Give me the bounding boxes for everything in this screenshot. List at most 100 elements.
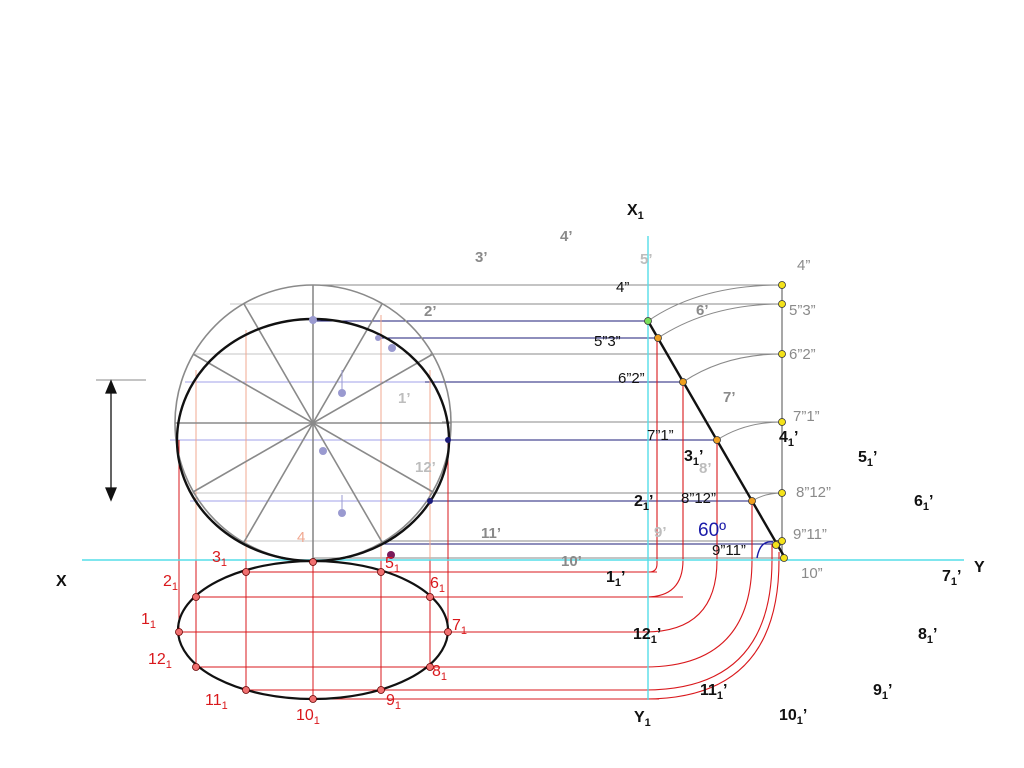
label-10p: 10’ xyxy=(561,553,582,570)
plan-points xyxy=(175,558,452,703)
true-label-9: 91’ xyxy=(873,682,892,702)
incl-point-8 xyxy=(713,436,721,444)
faint-point-b xyxy=(388,344,396,352)
true-label-7: 71’ xyxy=(942,568,961,588)
true-label-10: 101’ xyxy=(779,707,807,727)
front-circle xyxy=(174,284,452,563)
true-point-8 xyxy=(778,489,786,497)
label-4-pink: 4 xyxy=(297,529,305,546)
label-911dd-gray: 9”11” xyxy=(793,526,827,543)
label-62dd-gray: 6”2” xyxy=(789,346,816,363)
gray-arc-4 xyxy=(647,284,783,322)
faint-points xyxy=(309,316,396,517)
angle-label: 60º xyxy=(698,520,726,541)
circle-radii xyxy=(175,285,451,561)
incl-point-6 xyxy=(654,334,662,342)
gray-arc-7 xyxy=(716,421,783,441)
true-point-9 xyxy=(778,537,786,545)
incl-point-5 xyxy=(644,317,652,325)
label-1p: 1’ xyxy=(398,390,411,407)
point-5-marker xyxy=(387,551,395,559)
label-812dd-black: 8”12” xyxy=(681,490,716,507)
label-6p: 6’ xyxy=(696,302,709,319)
true-point-5 xyxy=(778,300,786,308)
true-label-11: 111’ xyxy=(700,682,728,702)
true-label-12: 121’ xyxy=(633,626,661,646)
label-10dd-gray: 10” xyxy=(801,565,823,582)
red-arc-8 xyxy=(430,501,753,668)
label-5p: 5’ xyxy=(640,251,653,268)
true-label-3: 31’ xyxy=(684,448,703,468)
plan-point-7 xyxy=(444,628,452,636)
label-7p: 7’ xyxy=(723,389,736,406)
red-label-2: 21 xyxy=(163,573,178,593)
true-label-8: 81’ xyxy=(918,626,937,646)
red-rotation-arcs xyxy=(313,338,780,700)
red-arc-10 xyxy=(313,552,780,700)
true-size-points xyxy=(772,281,788,562)
angle-arc xyxy=(756,541,774,559)
plan-point-8 xyxy=(426,663,434,671)
true-size-labels: 11’ 21’ 31’ 41’ 51’ 61’ 71’ 81’ 91’ 101’… xyxy=(606,429,961,727)
label-911dd-black: 9”11” xyxy=(712,542,746,559)
red-labels: 31 21 11 121 111 101 91 81 71 61 51 xyxy=(141,549,467,727)
red-arc-9 xyxy=(381,544,773,691)
height-arrow-bottom xyxy=(105,487,117,502)
label-12p: 12’ xyxy=(415,459,436,476)
faint-point-d xyxy=(319,447,327,455)
height-dimension xyxy=(105,379,117,502)
plan-point-9 xyxy=(377,686,385,694)
label-4dd-gray: 4” xyxy=(797,257,810,274)
cyan-axes xyxy=(82,236,964,700)
red-label-11: 111 xyxy=(205,692,228,712)
faint-point-a xyxy=(309,316,317,324)
red-label-8: 81 xyxy=(432,663,447,683)
label-3p: 3’ xyxy=(475,249,488,266)
plan-point-11 xyxy=(242,686,250,694)
radius-6 xyxy=(192,353,434,493)
true-point-6 xyxy=(778,350,786,358)
true-point-9b xyxy=(772,541,780,549)
true-label-4: 41’ xyxy=(779,429,798,449)
axis-label-x1: X1 xyxy=(627,202,644,222)
gray-projectors xyxy=(96,284,783,559)
label-62dd-black: 6”2” xyxy=(618,370,645,387)
true-label-2: 21’ xyxy=(634,493,653,513)
light-projectors xyxy=(190,303,430,542)
gray-arc-6 xyxy=(682,353,783,383)
plan-point-1 xyxy=(175,628,183,636)
red-label-1: 11 xyxy=(141,611,156,631)
navy-projectors xyxy=(313,320,777,545)
plan-point-10 xyxy=(309,695,317,703)
red-label-5: 51 xyxy=(385,555,400,575)
label-71dd-gray: 7”1” xyxy=(793,408,820,425)
red-arc-7 xyxy=(448,440,718,633)
label-8p: 8’ xyxy=(699,460,712,477)
axis-labels: X Y X1 Y1 xyxy=(56,202,985,729)
plan-point-5 xyxy=(377,568,385,576)
gray-arc-8 xyxy=(751,492,783,502)
plan-point-4 xyxy=(309,558,317,566)
label-53dd-gray: 5”3” xyxy=(789,302,816,319)
label-11p: 11’ xyxy=(481,525,501,542)
point-labels: 3’ 4’ 5’ 2’ 6’ 1’ 7’ 12’ 8’ 11’ 9’ 10’ 4… xyxy=(297,228,831,582)
axis-label-y1: Y1 xyxy=(634,709,651,729)
red-label-12: 121 xyxy=(148,651,172,671)
label-4p: 4’ xyxy=(560,228,573,245)
true-label-6: 61’ xyxy=(914,493,933,513)
true-label-5: 51’ xyxy=(858,449,877,469)
gray-arc-5 xyxy=(657,303,783,339)
true-label-1: 11’ xyxy=(606,569,625,589)
axis-label-x: X xyxy=(56,573,67,590)
plan-point-6 xyxy=(426,593,434,601)
label-53dd-black: 5”3” xyxy=(594,333,621,350)
plan-point-12 xyxy=(192,663,200,671)
label-2p: 2’ xyxy=(424,303,437,320)
incl-point-7 xyxy=(679,378,687,386)
red-label-7: 71 xyxy=(452,617,467,637)
red-label-10: 101 xyxy=(296,707,320,727)
pink-verticals xyxy=(195,315,431,560)
red-label-3: 31 xyxy=(212,549,227,569)
axis-label-y: Y xyxy=(974,559,985,576)
